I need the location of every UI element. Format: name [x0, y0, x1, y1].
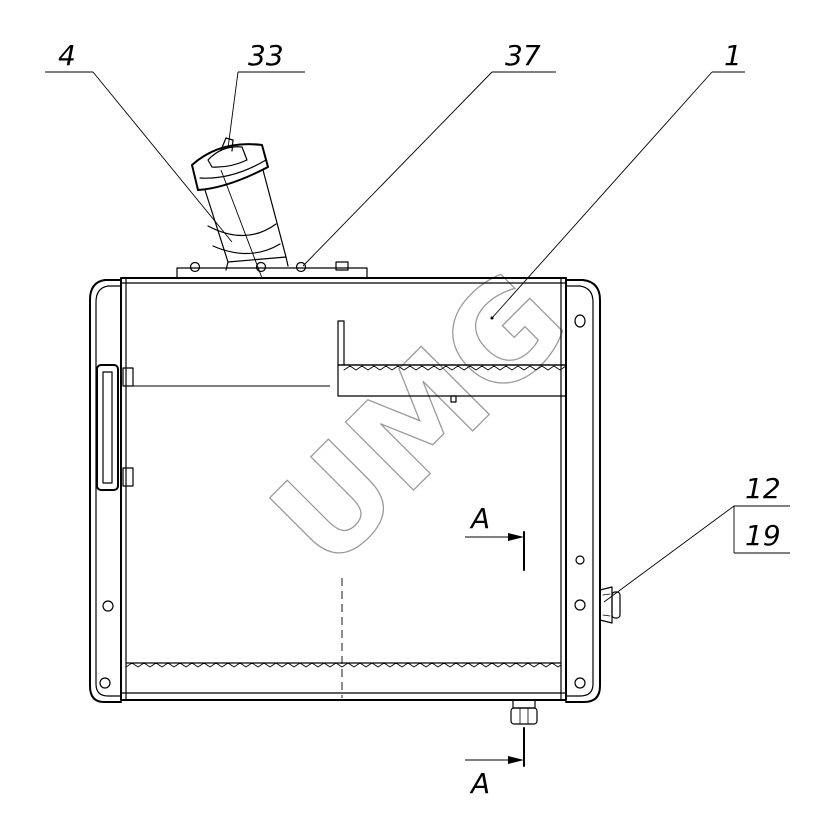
- frame-bolt: [102, 600, 114, 612]
- callout-37-label: 37: [505, 39, 541, 72]
- section-label-bottom: A: [469, 767, 490, 800]
- handle-nut: [122, 467, 134, 487]
- inner-baffle: [337, 320, 567, 403]
- handle-bar: [96, 364, 119, 491]
- left-frame-bracket: [89, 279, 122, 703]
- callout-12-label: 12: [745, 472, 781, 505]
- plate-bolt: [295, 261, 307, 273]
- top-plate: [176, 261, 368, 279]
- callout-1-label: 1: [724, 39, 742, 72]
- callout-4: 4: [45, 39, 233, 243]
- section-label-top: A: [469, 502, 490, 535]
- watermark-text: UMG: [243, 243, 597, 597]
- callout-4-label: 4: [58, 39, 76, 72]
- bottom-strip: [125, 662, 562, 668]
- plate-bolt: [189, 261, 201, 273]
- side-fitting: [599, 586, 621, 624]
- frame-bolt: [99, 677, 111, 689]
- filler-cap: [191, 137, 269, 191]
- callout-1: 1: [490, 39, 745, 320]
- callout-37: 37: [302, 39, 556, 267]
- side-handle: [96, 364, 134, 491]
- frame-bolt: [574, 677, 586, 689]
- right-frame-bracket: [565, 279, 601, 703]
- watermark: UMG: [242, 242, 597, 597]
- frame-bolt: [574, 314, 586, 328]
- section-marker-bottom: A: [465, 727, 525, 800]
- frame-bolt: [575, 555, 585, 565]
- callout-33: 33: [220, 39, 305, 279]
- callout-33-label: 33: [248, 39, 284, 72]
- handle-nut: [122, 367, 134, 387]
- callout-12-19: 12 19: [603, 472, 790, 603]
- drain-plug: [510, 699, 538, 725]
- frame-bolt: [574, 599, 586, 611]
- callout-19-label: 19: [745, 519, 781, 552]
- filler-neck: [204, 169, 289, 271]
- plate-bolt: [255, 261, 267, 273]
- section-marker-top: A: [465, 502, 525, 571]
